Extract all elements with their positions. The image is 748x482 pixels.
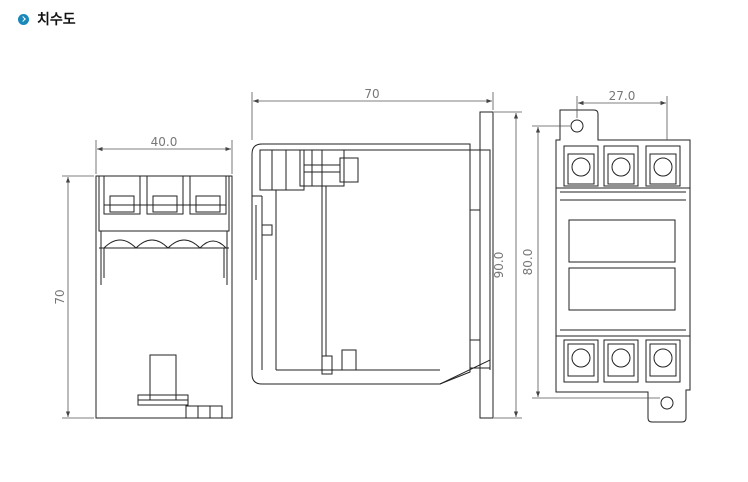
rear-view (555, 109, 691, 423)
dim-front-width: 40.0 (95, 135, 233, 174)
front-width-label: 40.0 (151, 135, 178, 149)
dim-side-width: 70 (251, 87, 494, 140)
dim-rear-pitch: 27.0 (576, 89, 668, 140)
section-title: 치수도 (37, 12, 76, 28)
chevron-right-circle-icon (18, 13, 29, 25)
dim-side-height: 90.0 (492, 111, 522, 419)
side-view (251, 111, 494, 419)
rear-pitch-label: 27.0 (609, 89, 636, 103)
side-width-label: 70 (364, 87, 379, 101)
rear-bottom-terminals (556, 335, 690, 383)
dim-rear-height: 80.0 (521, 125, 660, 399)
section-header: 치수도 (18, 9, 76, 29)
dim-front-height: 70 (53, 175, 94, 419)
rear-top-terminals (556, 145, 690, 193)
front-height-label: 70 (53, 289, 67, 304)
front-view (95, 175, 233, 419)
rear-height-label: 80.0 (521, 249, 535, 276)
front-terminals (103, 175, 227, 215)
side-height-label: 90.0 (492, 252, 506, 279)
